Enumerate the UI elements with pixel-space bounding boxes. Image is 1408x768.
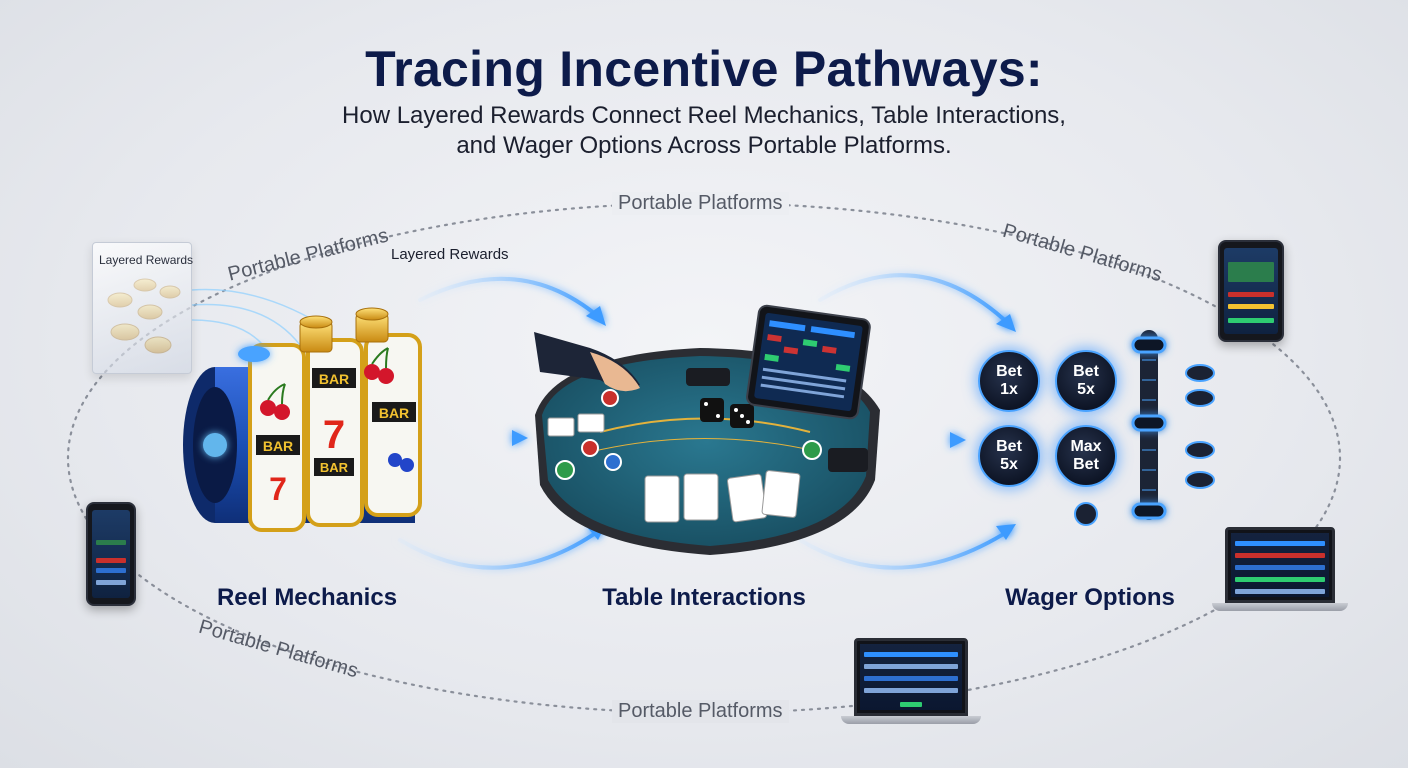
- arrow-reel-to-table-bottom: [398, 528, 602, 570]
- ring-label-top: Portable Platforms: [612, 192, 789, 215]
- svg-text:BAR: BAR: [263, 438, 293, 454]
- arrowhead: [950, 432, 966, 448]
- stage-label-wager-options: Wager Options: [1005, 584, 1175, 611]
- svg-text:BAR: BAR: [319, 371, 349, 387]
- chip-stack-icons: [1074, 364, 1215, 526]
- page-title: Tracing Incentive Pathways:: [365, 41, 1043, 97]
- card-caption: Layered Rewards: [99, 253, 194, 267]
- arrowhead: [996, 314, 1016, 332]
- subtitle-line-2: and Wager Options Across Portable Platfo…: [456, 132, 952, 159]
- arrow-reel-to-table-top: [418, 276, 602, 320]
- arrow-table-to-wager-bottom: [798, 528, 1012, 570]
- layered-rewards-label: Layered Rewards: [391, 246, 509, 263]
- portable-platforms-ring: [66, 201, 1342, 715]
- phone-device-left: [86, 502, 136, 606]
- stage-label-table-interactions: Table Interactions: [602, 584, 806, 611]
- stage-label-reel-mechanics: Reel Mechanics: [216, 584, 398, 611]
- seven-symbol: 7: [323, 413, 345, 457]
- svg-text:BAR: BAR: [379, 405, 409, 421]
- arrow-table-to-wager-top: [818, 273, 1012, 327]
- seven-symbol: 7: [269, 471, 287, 507]
- arrowhead: [512, 430, 528, 446]
- layered-rewards-card: Layered Rewards: [92, 242, 194, 374]
- subtitle-line-1: How Layered Rewards Connect Reel Mechani…: [342, 102, 1066, 129]
- laptop-device-bottom-screen: [854, 638, 968, 716]
- laptop-device-right-base: [1212, 603, 1348, 611]
- ring-label-bottom: Portable Platforms: [612, 700, 789, 723]
- casino-table-illustration: [534, 304, 880, 555]
- laptop-device-bottom-base: [841, 716, 981, 724]
- arrowhead: [996, 524, 1016, 540]
- arrowhead: [586, 306, 606, 326]
- tablet-device-right: [1218, 240, 1284, 342]
- slot-reel-illustration: 7 7 BAR BAR BAR BAR: [183, 307, 422, 532]
- bet-slider-track: [1131, 330, 1167, 520]
- laptop-device-right-screen: [1225, 527, 1335, 603]
- svg-text:BAR: BAR: [320, 460, 349, 475]
